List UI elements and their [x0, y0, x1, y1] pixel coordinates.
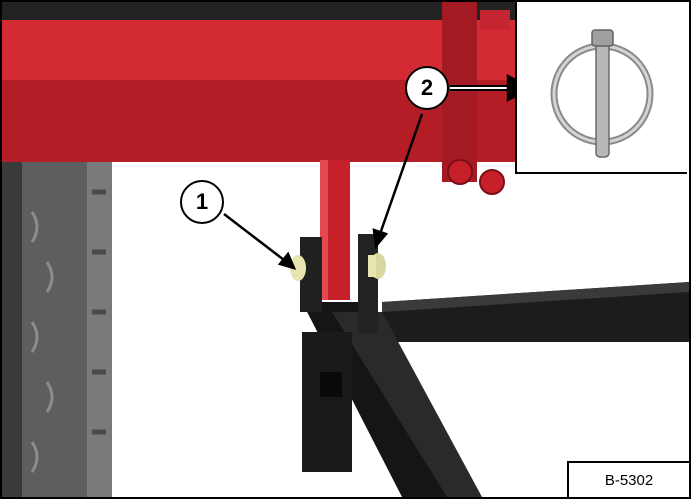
- hitch-frame: [300, 234, 689, 497]
- lynch-pin-icon: [550, 29, 654, 158]
- callout-2: 2: [405, 66, 449, 110]
- hanger-bracket: [320, 160, 350, 300]
- tire: [2, 152, 112, 497]
- callout-1: 1: [180, 180, 224, 224]
- lynch-pin-inset: [515, 2, 687, 174]
- pins: [290, 253, 386, 281]
- red-frame: [2, 2, 522, 195]
- figure-id-label: B-5302: [567, 461, 689, 497]
